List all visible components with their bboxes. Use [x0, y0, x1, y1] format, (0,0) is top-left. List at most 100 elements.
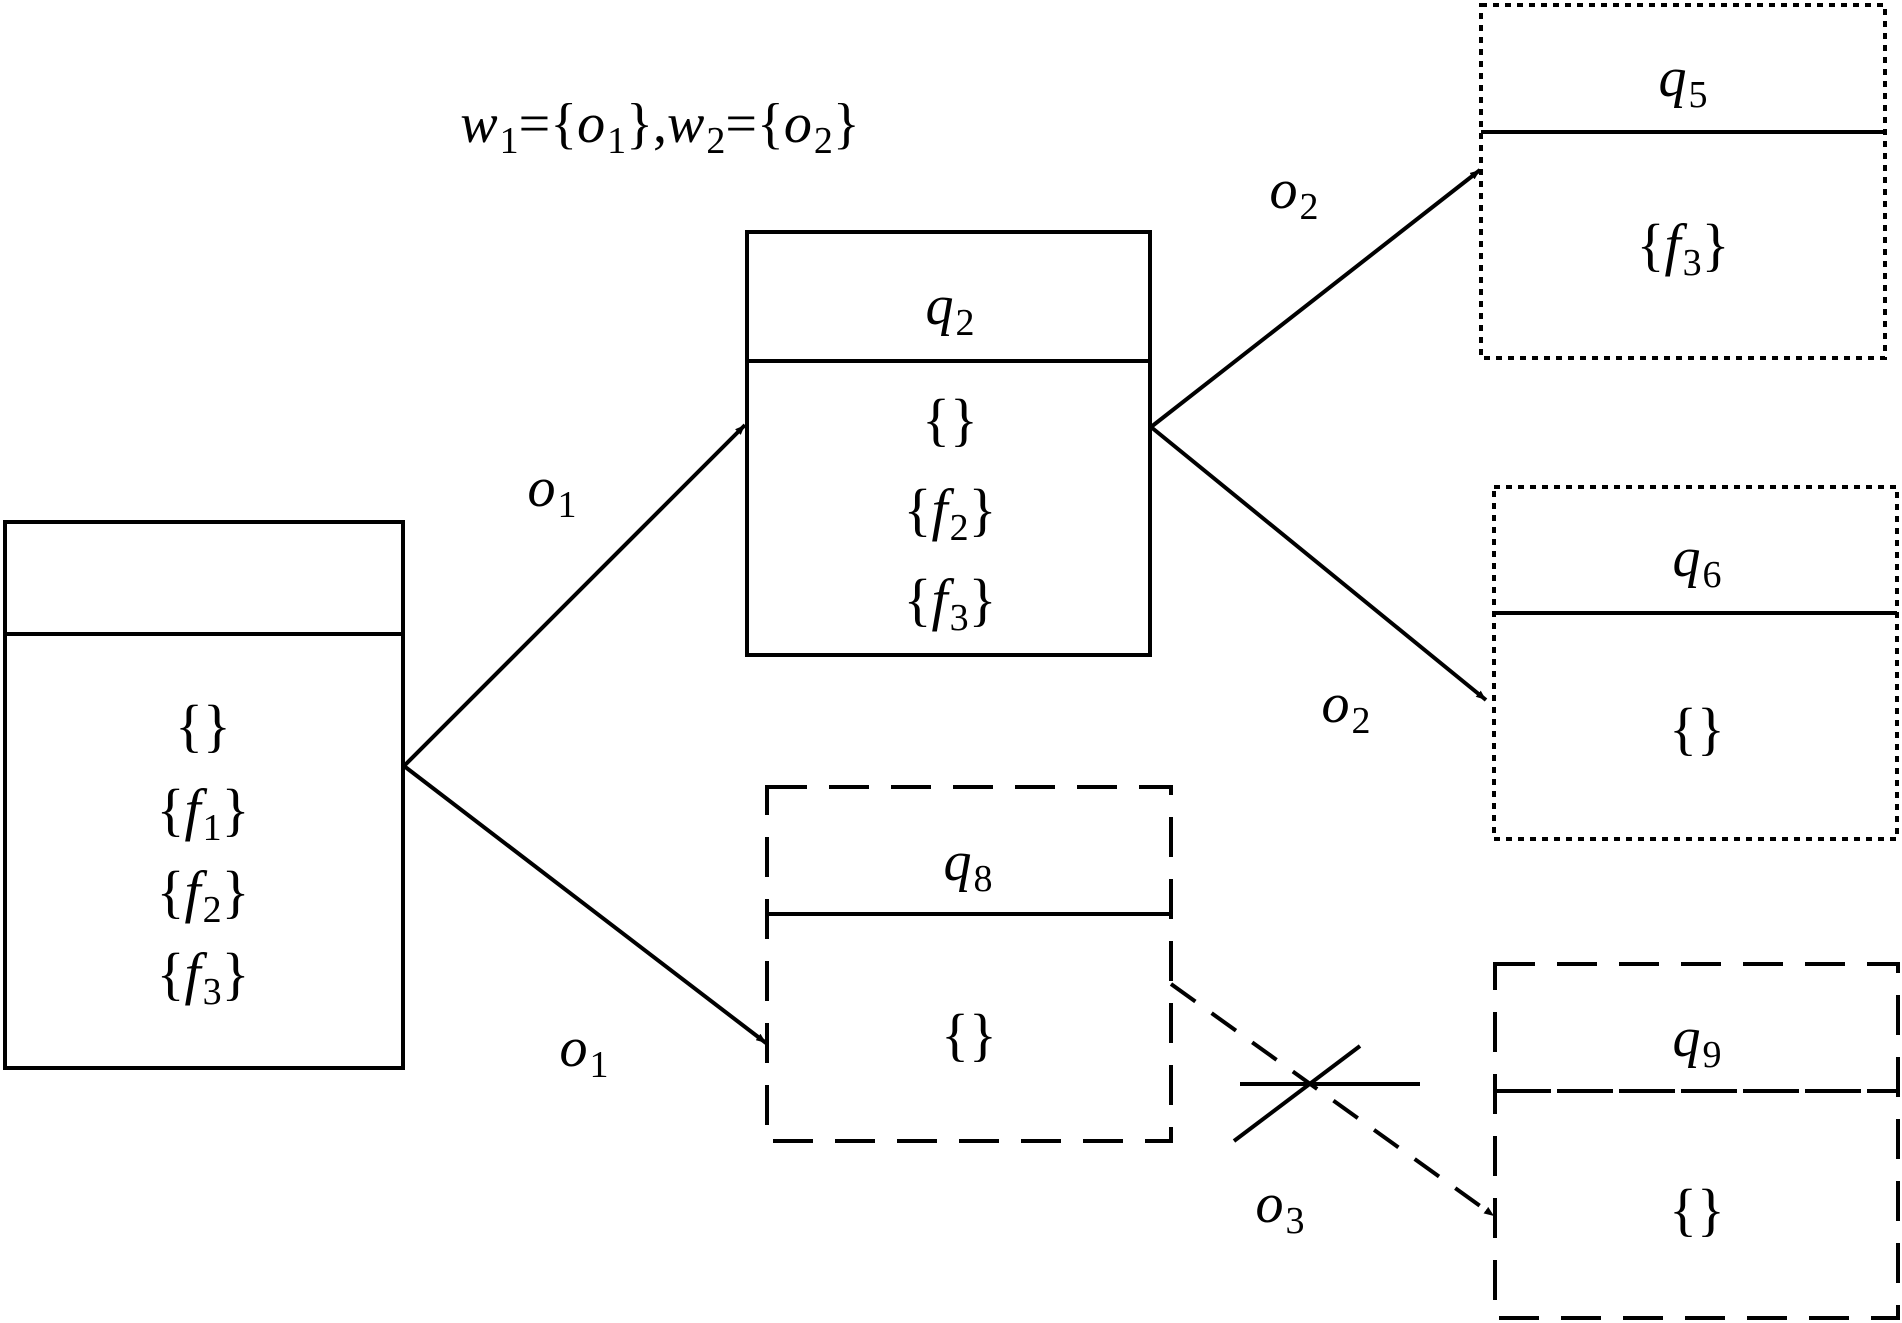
edge-q8-q9: [1169, 982, 1496, 1218]
comma: ,: [653, 93, 667, 156]
set-q8-0: {}: [941, 1006, 997, 1064]
node-q2: [745, 230, 1152, 657]
text-fragment: q: [1672, 1007, 1701, 1070]
brace-open: {: [550, 93, 578, 156]
edge-root-q2: [402, 423, 747, 768]
o1-subscript: 1: [607, 119, 627, 162]
set-q2-0: {}: [922, 391, 978, 449]
text-fragment: }: [221, 777, 250, 843]
node-label-q8: q8: [944, 834, 993, 898]
text-fragment: 9: [1702, 1033, 1722, 1076]
edge-q2-q6: [1149, 425, 1488, 702]
text-fragment: {: [922, 387, 950, 452]
text-fragment: {: [175, 693, 203, 758]
text-fragment: }: [203, 693, 231, 758]
o1-symbol: o: [577, 93, 606, 156]
text-fragment: {: [941, 1002, 969, 1067]
text-fragment: f: [184, 941, 201, 1007]
text-fragment: 1: [589, 1043, 609, 1086]
text-fragment: {: [1636, 212, 1665, 278]
text-fragment: f: [1664, 212, 1681, 278]
text-fragment: 2: [1351, 699, 1371, 742]
set-q9-0: {}: [1669, 1181, 1725, 1239]
text-fragment: 5: [1688, 73, 1708, 116]
set-q2-1: {f2}: [904, 481, 997, 547]
set-q2-2: {f3}: [904, 571, 997, 637]
text-fragment: 3: [202, 970, 222, 1013]
edge-root-q8: [402, 764, 768, 1045]
text-fragment: q: [1672, 527, 1701, 590]
text-fragment: f: [184, 777, 201, 843]
text-fragment: 2: [949, 506, 969, 549]
w1-symbol: w: [460, 93, 498, 156]
text-fragment: }: [1701, 212, 1730, 278]
set-root-3: {f3}: [157, 945, 250, 1011]
w2-subscript: 2: [706, 119, 726, 162]
node-q6: [1492, 485, 1899, 841]
o2-symbol: o: [783, 93, 812, 156]
text-fragment: 2: [955, 301, 975, 344]
node-q5: [1479, 3, 1887, 360]
node-label-q5: q5: [1659, 50, 1708, 114]
text-fragment: 3: [1682, 241, 1702, 284]
node-label-q2: q2: [926, 278, 975, 342]
text-fragment: q: [943, 831, 972, 894]
text-fragment: }: [1697, 696, 1725, 761]
text-fragment: o: [1269, 159, 1298, 222]
w2-symbol: w: [667, 93, 705, 156]
edge-q2-q5: [1149, 168, 1482, 429]
text-fragment: 2: [202, 888, 222, 931]
text-fragment: {: [1669, 1177, 1697, 1242]
text-fragment: }: [969, 1002, 997, 1067]
text-fragment: }: [221, 859, 250, 925]
text-fragment: }: [968, 477, 997, 543]
text-fragment: }: [1697, 1177, 1725, 1242]
node-q9: [1493, 962, 1900, 1320]
text-fragment: }: [221, 941, 250, 1007]
set-q6-0: {}: [1669, 700, 1725, 758]
text-fragment: o: [1321, 673, 1350, 736]
text-fragment: {: [903, 567, 932, 633]
text-fragment: }: [950, 387, 978, 452]
text-fragment: f: [931, 477, 948, 543]
set-q5-0: {f3}: [1637, 216, 1730, 282]
text-fragment: q: [1658, 47, 1687, 110]
edge-label-q8-q9: o3: [1256, 1176, 1305, 1240]
text-fragment: 1: [557, 483, 577, 526]
brace-open: {: [756, 93, 784, 156]
text-fragment: 3: [1285, 1199, 1305, 1242]
set-root-1: {f1}: [157, 781, 250, 847]
brace-close: }: [832, 93, 860, 156]
text-fragment: 3: [949, 596, 969, 639]
edge-label-q2-q5: o2: [1270, 162, 1319, 226]
text-fragment: {: [156, 777, 185, 843]
text-fragment: {: [1669, 696, 1697, 761]
text-fragment: q: [925, 275, 954, 338]
edge-label-root-q8: o1: [560, 1020, 609, 1084]
text-fragment: o: [527, 457, 556, 520]
text-fragment: f: [931, 567, 948, 633]
text-fragment: f: [184, 859, 201, 925]
node-label-q6: q6: [1673, 530, 1722, 594]
text-fragment: 8: [973, 857, 993, 900]
text-fragment: o: [559, 1017, 588, 1080]
edge-label-q2-q6: o2: [1322, 676, 1371, 740]
text-fragment: 1: [202, 806, 222, 849]
set-root-0: {}: [175, 697, 231, 755]
text-fragment: {: [903, 477, 932, 543]
text-fragment: {: [156, 859, 185, 925]
equals-sign: =: [725, 93, 757, 156]
o2-subscript: 2: [813, 119, 833, 162]
text-fragment: 2: [1299, 185, 1319, 228]
brace-close: }: [626, 93, 653, 156]
text-fragment: 6: [1702, 553, 1722, 596]
w1-subscript: 1: [499, 119, 519, 162]
node-label-q9: q9: [1673, 1010, 1722, 1074]
node-q8: [765, 785, 1173, 1143]
set-root-2: {f2}: [157, 863, 250, 929]
edge-label-root-q2: o1: [528, 460, 577, 524]
node-root: [3, 520, 405, 1070]
text-fragment: }: [968, 567, 997, 633]
word-definitions: w1={o1},w2={o2}: [460, 96, 859, 160]
